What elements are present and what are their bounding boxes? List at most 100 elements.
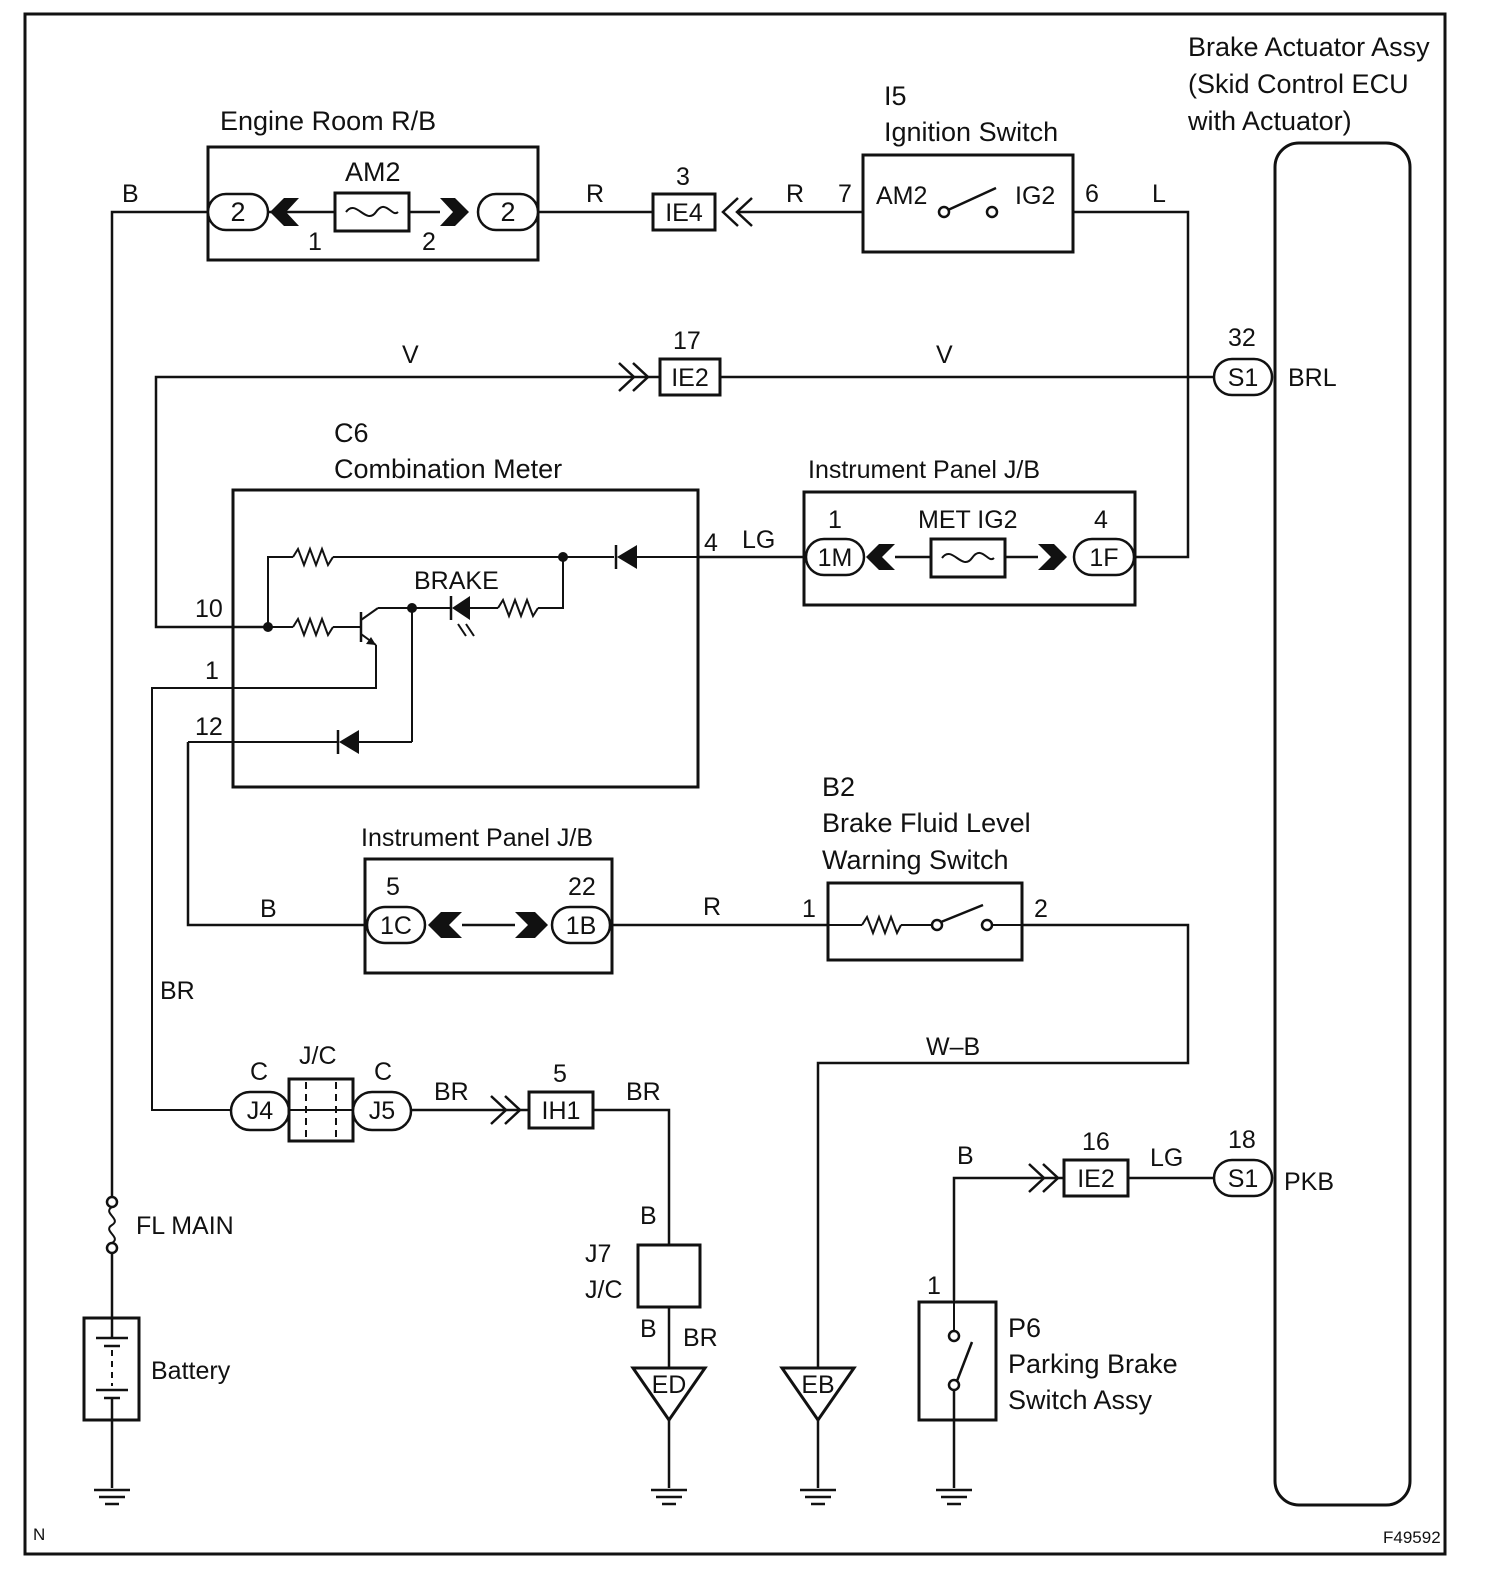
engine-room-rb-box — [206, 145, 540, 262]
s1-pkb-box — [1212, 1158, 1274, 1198]
ip-jb-1-box — [802, 490, 1137, 607]
figure-id: F49592 — [1383, 1528, 1441, 1547]
rb-term-1: 1 — [308, 228, 322, 256]
conn-1c-label: 1C — [380, 912, 412, 940]
conn-1b — [550, 905, 612, 945]
brl-signal-label: BRL — [1288, 364, 1337, 392]
ie2-bottom-pin: 16 — [1082, 1128, 1110, 1156]
brake-fluid-level-warning-switch: B2 Brake Fluid Level Warning Switch 1 2 — [802, 772, 1048, 962]
switch-contact-icon — [947, 1329, 961, 1343]
p6-pin-1: 1 — [927, 1272, 941, 1300]
ground-point-icon — [779, 1366, 857, 1423]
conn-1c — [365, 905, 427, 945]
j5-c-label: C — [374, 1058, 392, 1086]
ip-jb-2-right-pin: 22 — [568, 873, 596, 901]
fusible-link-icon — [108, 1206, 116, 1244]
fusible-link-terminal — [105, 1195, 119, 1209]
ign-term-ig2: IG2 — [1015, 182, 1055, 210]
j7-code: J7 — [585, 1240, 611, 1268]
battery: Battery — [82, 1316, 231, 1422]
b2-name-1: Brake Fluid Level — [822, 808, 1031, 838]
j7-name: J/C — [585, 1276, 623, 1304]
wire-color-b-left: B — [260, 895, 277, 923]
s1-pkb-label: S1 — [1228, 1165, 1259, 1193]
conn-1f-label: 1F — [1089, 544, 1118, 572]
ip-jb-2-box — [363, 857, 614, 975]
ih1-connector: 5 IH1 — [527, 1060, 595, 1130]
connector-arrow-icon — [428, 912, 462, 938]
conn-1b-label: 1B — [566, 912, 597, 940]
instrument-panel-jb-1: Instrument Panel J/B 1 4 MET IG2 1M 1F — [802, 456, 1137, 607]
wire-color-br-ground: BR — [683, 1324, 718, 1352]
connector-arrow-icon — [440, 198, 469, 226]
s1-brl-box — [1212, 357, 1274, 397]
ih1-pin: 5 — [553, 1060, 567, 1088]
ignition-switch: I5 Ignition Switch 7 AM2 IG2 6 — [838, 81, 1099, 254]
combination-meter-name: Combination Meter — [334, 454, 562, 484]
ie2-top-pin: 17 — [673, 327, 701, 355]
b2-name-2: Warning Switch — [822, 845, 1009, 875]
p6-name-1: Parking Brake — [1008, 1349, 1178, 1379]
combination-meter: C6 Combination Meter 10 1 12 4 BRAKE — [151, 418, 718, 1111]
connector-chevron-icon — [632, 362, 650, 392]
switch-blade-icon — [947, 186, 997, 212]
instrument-panel-jb-2: Instrument Panel J/B 5 22 1C 1B — [361, 824, 614, 975]
ecu-label-3: with Actuator) — [1187, 106, 1352, 136]
wire-color-br-down: BR — [626, 1078, 661, 1106]
connector-arrow-icon — [515, 912, 548, 938]
rb-pin-left-label: 2 — [230, 197, 245, 227]
combination-meter-code: C6 — [334, 418, 369, 448]
brake-actuator-assy: Brake Actuator Assy (Skid Control ECU wi… — [1187, 32, 1430, 1507]
connector-chevron-icon — [721, 197, 739, 227]
ignition-switch-code: I5 — [884, 81, 907, 111]
s1-brl-label: S1 — [1228, 364, 1259, 392]
wire-color-v-right: V — [936, 341, 953, 369]
resistor-icon — [497, 597, 539, 619]
diagram-border — [23, 12, 1447, 1556]
ie4-connector: 3 IE4 — [651, 163, 753, 232]
met-ig2-fuse-label: MET IG2 — [918, 506, 1018, 534]
j7-junction-connector: B J7 J/C B BR — [585, 1202, 718, 1352]
meter-pin-12: 12 — [195, 713, 223, 741]
b2-code: B2 — [822, 772, 855, 802]
j7-box — [636, 1243, 702, 1309]
corner-label: N — [33, 1525, 45, 1544]
ground-eb: EB — [779, 1366, 857, 1506]
diode-icon — [617, 545, 637, 569]
wire-color-r-switch: R — [703, 893, 721, 921]
ip-jb-2-name: Instrument Panel J/B — [361, 824, 593, 852]
ih1-label: IH1 — [542, 1097, 581, 1125]
wire-color-lg-meter: LG — [742, 526, 775, 554]
wire-color-b-top: B — [122, 180, 139, 208]
fuse-element-icon — [345, 205, 399, 218]
wire-color-v-left: V — [402, 341, 419, 369]
wire-color-l: L — [1152, 180, 1166, 208]
j7-bottom-wire: B — [640, 1315, 657, 1343]
conn-1m — [804, 537, 866, 577]
ecu-label-1: Brake Actuator Assy — [1188, 32, 1430, 62]
ie4-pin-number: 3 — [676, 163, 690, 191]
am2-fuse-label: AM2 — [345, 157, 401, 187]
meter-pin-1: 1 — [205, 657, 219, 685]
wire-color-br-ih1: BR — [434, 1078, 469, 1106]
combination-meter-box — [231, 488, 700, 789]
ie2-bottom-connector: 16 IE2 — [1062, 1128, 1130, 1198]
wire-color-r-1: R — [586, 180, 604, 208]
pkb-signal-label: PKB — [1284, 1168, 1334, 1196]
ip-jb-2-left-pin: 5 — [386, 873, 400, 901]
switch-contact-icon — [937, 205, 951, 219]
connector-arrow-icon — [270, 198, 299, 226]
ip-jb-1-left-pin: 1 — [828, 506, 842, 534]
fl-main-label: FL MAIN — [136, 1212, 234, 1240]
resistor-icon — [861, 914, 902, 936]
ie2-top-label: IE2 — [671, 364, 709, 392]
wire-color-br-vertical: BR — [160, 977, 195, 1005]
jc-upper-name: J/C — [299, 1042, 337, 1070]
b2-pin-2: 2 — [1034, 895, 1048, 923]
connector-chevron-icon — [618, 362, 636, 392]
ie2-bottom-label: IE2 — [1077, 1165, 1115, 1193]
switch-contact-icon — [947, 1378, 961, 1392]
meter-pin-10: 10 — [195, 595, 223, 623]
j4-c-label: C — [250, 1058, 268, 1086]
